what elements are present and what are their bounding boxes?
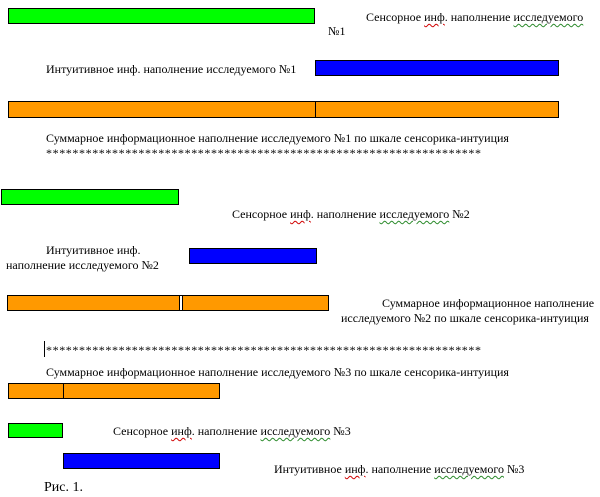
sensory-bar-2 — [1, 189, 179, 205]
sum-label-3: Суммарное информационное наполнение иссл… — [46, 365, 509, 379]
text-cursor — [44, 341, 45, 357]
sum-label-2-line1: Суммарное информационное наполнение — [382, 296, 595, 310]
sensory-bar-1 — [8, 8, 315, 24]
figure-caption: Рис. 1. — [44, 480, 83, 495]
separator-stars-1: ****************************************… — [46, 146, 482, 160]
sum-bar-2-divider — [179, 296, 183, 310]
intuitive-bar-3 — [63, 453, 220, 469]
sensory-label-1: Сенсорное инф. наполнение исследуемого — [366, 10, 584, 24]
sensory-label-3: Сенсорное инф. наполнение исследуемого №… — [113, 424, 351, 438]
sum-bar-1 — [8, 101, 559, 118]
sum-bar-1-divider — [315, 102, 316, 117]
sum-bar-2 — [7, 295, 329, 311]
sum-bar-3 — [8, 383, 220, 399]
intuitive-label-3: Интуитивное инф. наполнение исследуемого… — [274, 462, 525, 476]
separator-stars-2: ****************************************… — [46, 343, 482, 357]
sensory-label-2: Сенсорное инф. наполнение исследуемого №… — [232, 207, 470, 221]
intuitive-bar-2 — [189, 248, 317, 264]
sensory-label-1-number: №1 — [328, 24, 346, 38]
intuitive-label-2-line1: Интуитивное инф. — [46, 243, 141, 257]
intuitive-bar-1 — [315, 60, 559, 76]
sum-label-2-line2: исследуемого №2 по шкале сенсорика-интуи… — [341, 311, 589, 325]
intuitive-label-1: Интуитивное инф. наполнение исследуемого… — [46, 62, 297, 76]
sum-label-1: Суммарное информационное наполнение иссл… — [46, 131, 509, 145]
sensory-bar-3 — [8, 423, 63, 438]
intuitive-label-2-line2: наполнение исследуемого №2 — [6, 258, 159, 272]
sum-bar-3-divider — [63, 384, 64, 398]
